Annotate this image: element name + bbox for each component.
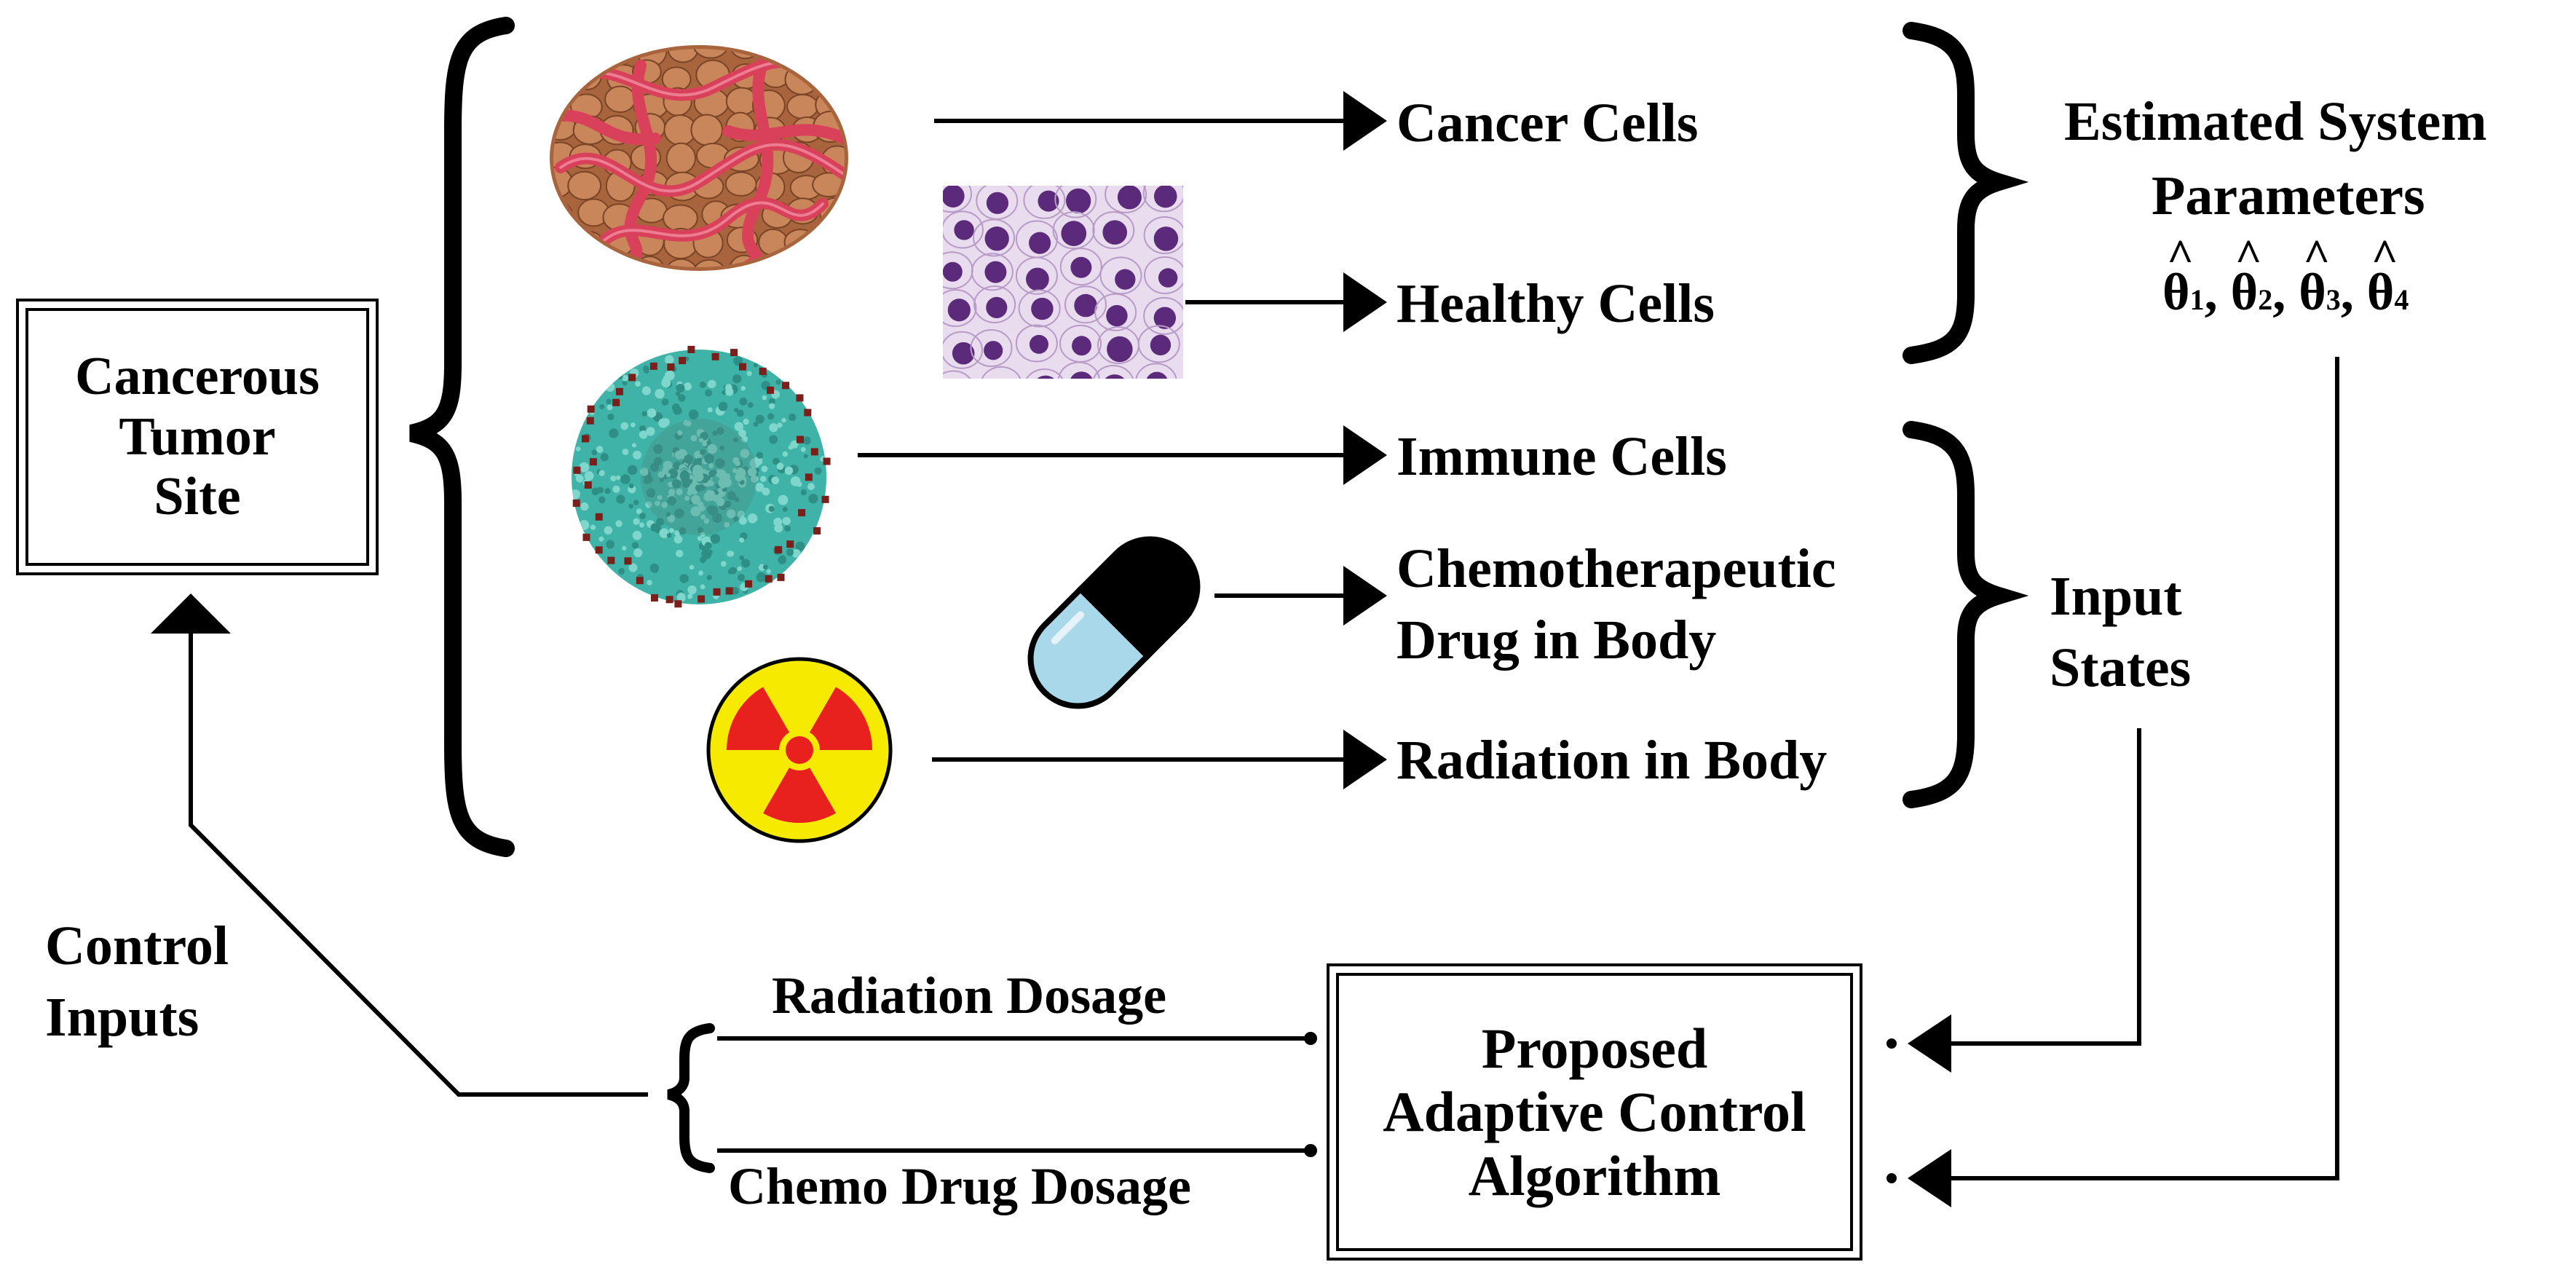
left-curly-brace	[409, 17, 515, 857]
theta-4: ^θ4	[2366, 229, 2409, 321]
input-states-line-1: Input	[2050, 566, 2182, 627]
theta-2: ^θ2	[2230, 229, 2273, 321]
control-inputs-line	[189, 632, 648, 1097]
pill-image	[1027, 536, 1201, 709]
parameters-title-line-2: Parameters	[2152, 165, 2425, 226]
control-inputs-line-2: Inputs	[45, 987, 199, 1048]
control-inputs-line-1: Control	[45, 915, 229, 977]
theta-parameters: ^θ1, ^θ2, ^θ3, ^θ4	[2162, 229, 2409, 321]
controller-box-line-1: Proposed	[1481, 1016, 1708, 1080]
label-chemo-line-2: Drug in Body	[1396, 610, 1717, 671]
input-states-line	[1940, 728, 2141, 1046]
theta-3: ^θ3	[2299, 229, 2341, 321]
tumor-box-line-1: Cancerous	[75, 346, 320, 406]
tumor-box-line-3: Site	[154, 467, 241, 527]
input-states-brace	[1903, 421, 2029, 808]
tumor-box-line-2: Tumor	[119, 406, 276, 467]
parameters-brace	[1903, 22, 2029, 364]
parameters-feedback-line	[1940, 357, 2339, 1180]
chemo-dosage-label: Chemo Drug Dosage	[728, 1157, 1191, 1215]
dosage-brace	[667, 1023, 715, 1173]
label-healthy-cells: Healthy Cells	[1396, 273, 1715, 334]
radiation-dosage-label: Radiation Dosage	[772, 966, 1167, 1025]
label-chemo-line-1: Chemotherapeutic	[1396, 538, 1836, 599]
theta-1: ^θ1	[2162, 229, 2205, 321]
tumor-site-box: Cancerous Tumor Site	[16, 299, 379, 575]
controller-box: Proposed Adaptive Control Algorithm	[1327, 963, 1862, 1261]
label-cancer-cells: Cancer Cells	[1396, 92, 1699, 154]
immune-cell-image	[572, 345, 831, 608]
healthy-tissue-image	[943, 186, 1183, 379]
label-immune-cells: Immune Cells	[1396, 426, 1727, 487]
label-radiation: Radiation in Body	[1396, 730, 1828, 791]
tumor-image	[550, 45, 848, 271]
radiation-symbol-image	[706, 657, 893, 843]
parameters-title-line-1: Estimated System	[2064, 91, 2487, 152]
input-states-line-2: States	[2050, 637, 2192, 698]
controller-box-line-3: Algorithm	[1468, 1143, 1721, 1207]
controller-box-line-2: Adaptive Control	[1383, 1080, 1806, 1144]
